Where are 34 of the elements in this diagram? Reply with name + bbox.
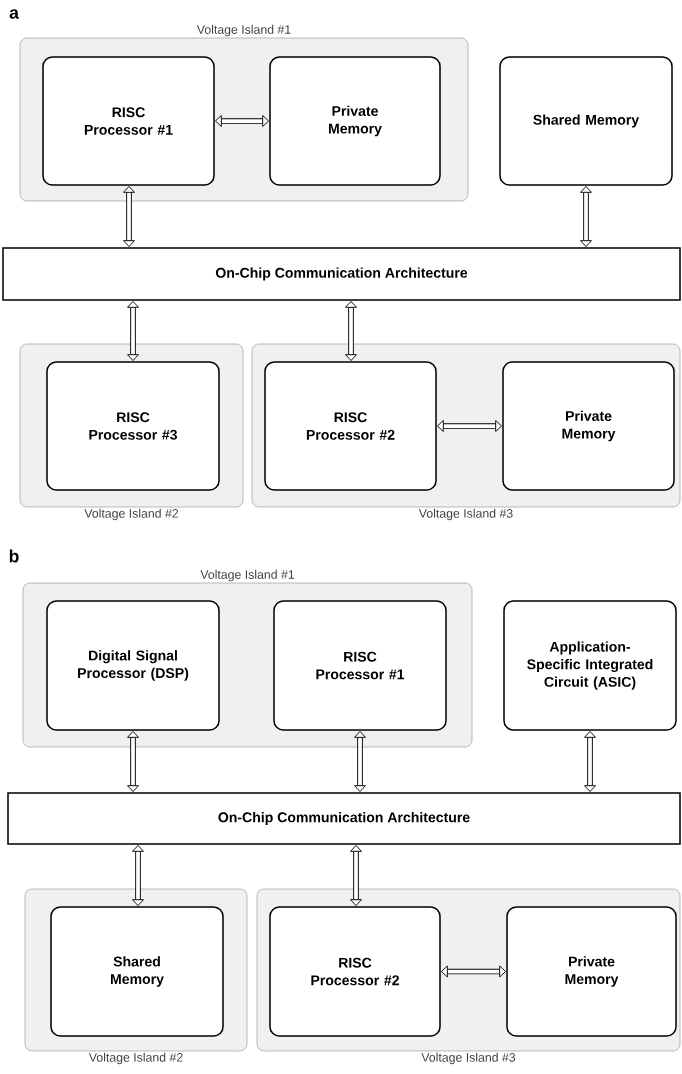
bus-bar: On-Chip Communication Architecture — [2, 247, 681, 301]
node-label: Voltage Island #2 — [84, 508, 179, 521]
component-box: Private Memory — [269, 56, 441, 186]
component-box: Digital Signal Processor (DSP) — [46, 600, 220, 731]
double-arrow — [127, 731, 139, 793]
panel-letter: b — [9, 549, 19, 563]
component-box: Private Memory — [502, 361, 675, 491]
node-label: Voltage Island #3 — [418, 508, 513, 521]
double-arrow — [584, 731, 596, 793]
component-box: Shared Memory — [499, 56, 673, 186]
component-box: RISC Processor #1 — [42, 56, 215, 186]
bus-bar: On-Chip Communication Architecture — [7, 792, 681, 845]
double-arrow — [441, 965, 507, 978]
double-arrow — [215, 115, 270, 127]
component-box: RISC Processor #2 — [269, 906, 441, 1037]
component-box: RISC Processor #3 — [46, 361, 220, 491]
node-label: Voltage Island #3 — [421, 1052, 516, 1065]
double-arrow — [437, 420, 503, 432]
panel-letter: a — [9, 9, 19, 19]
component-box: Private Memory — [506, 906, 677, 1037]
node-label: Voltage Island #1 — [196, 24, 291, 37]
double-arrow — [350, 845, 362, 907]
node-label: Voltage Island #2 — [88, 1052, 183, 1065]
double-arrow — [354, 731, 366, 793]
component-box: RISC Processor #2 — [264, 361, 437, 491]
double-arrow — [132, 845, 144, 907]
double-arrow — [580, 186, 592, 247]
node-label: Voltage Island #1 — [200, 569, 295, 582]
double-arrow — [127, 301, 139, 362]
double-arrow — [345, 301, 357, 362]
component-box: Shared Memory — [50, 906, 224, 1037]
component-box: RISC Processor #1 — [273, 600, 447, 731]
double-arrow — [123, 186, 135, 247]
component-box: Application-Specific Integrated Circuit (ASIC) — [503, 600, 677, 731]
